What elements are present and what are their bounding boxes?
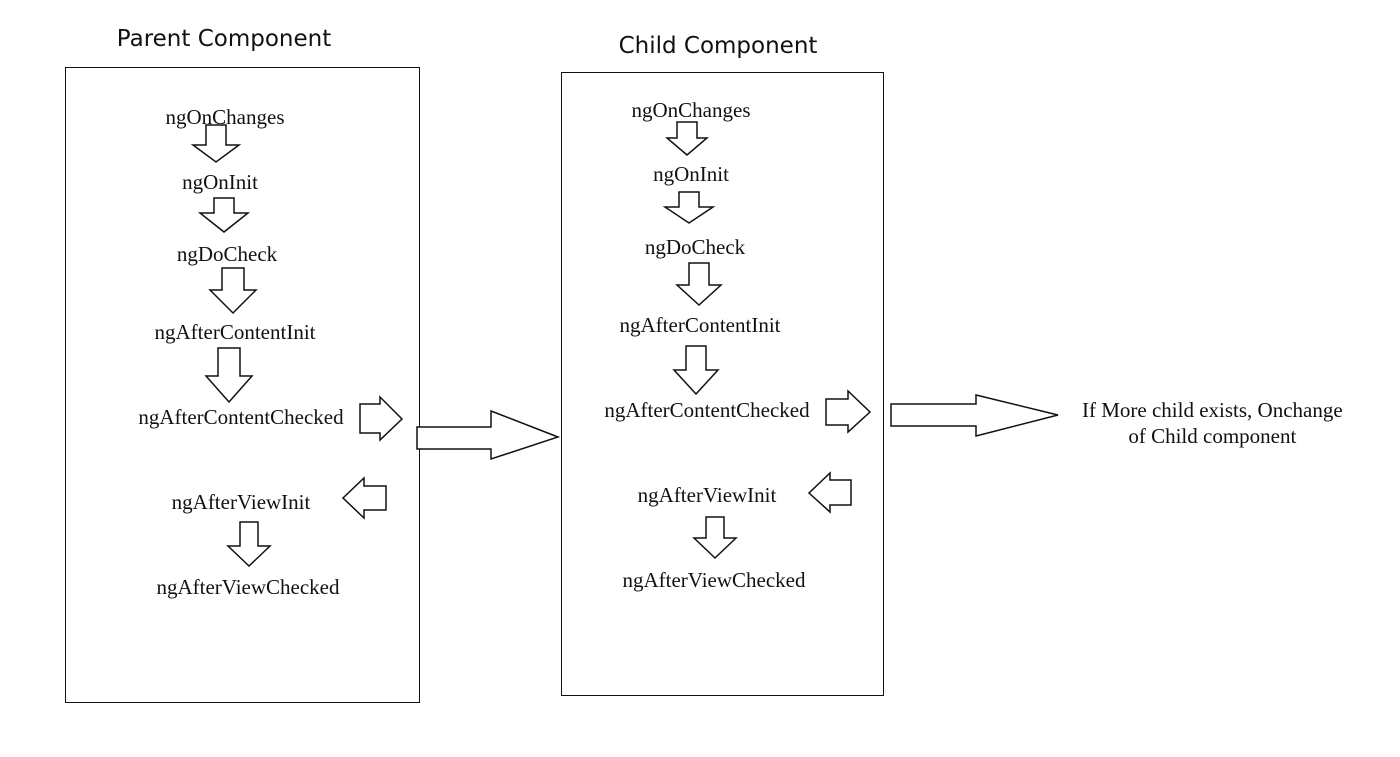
parent-to-child-arrow: [416, 409, 561, 461]
child-down-arrow-5: [692, 516, 738, 560]
child-down-arrow-2: [662, 191, 716, 224]
child-hook-ngaftercontentinit: ngAfterContentInit: [619, 313, 781, 337]
parent-hook-ngaftercontentchecked: ngAfterContentChecked: [138, 405, 344, 429]
parent-down-arrow-1: [190, 124, 242, 163]
child-hook-ngoninit: ngOnInit: [653, 162, 729, 186]
child-hook-ngafterviewchecked: ngAfterViewChecked: [622, 568, 806, 592]
parent-down-arrow-3: [208, 267, 258, 315]
child-hook-ngonchanges: ngOnChanges: [631, 98, 751, 122]
parent-hook-ngoninit: ngOnInit: [182, 170, 258, 194]
more-children-note-line2: of Child component: [1128, 424, 1297, 448]
parent-right-arrow-content-checked: [359, 395, 404, 442]
parent-hook-ngafterviewchecked: ngAfterViewChecked: [156, 575, 340, 599]
child-component-title: Child Component: [618, 33, 818, 59]
child-hook-ngaftercontentchecked: ngAfterContentChecked: [604, 398, 810, 422]
child-left-arrow-view-init: [807, 471, 852, 514]
child-down-arrow-3: [675, 262, 723, 307]
parent-component-title: Parent Component: [116, 26, 332, 52]
child-right-arrow-content-checked: [825, 389, 872, 434]
child-hook-ngafterviewinit: ngAfterViewInit: [637, 483, 777, 507]
child-down-arrow-1: [664, 121, 710, 156]
more-children-note: If More child exists, Onchange of Child …: [1082, 397, 1343, 449]
child-down-arrow-4: [672, 345, 720, 396]
parent-down-arrow-4: [204, 347, 254, 404]
parent-hook-ngafterviewinit: ngAfterViewInit: [171, 490, 311, 514]
child-to-next-arrow: [890, 394, 1059, 437]
parent-hook-ngdocheck: ngDoCheck: [176, 242, 278, 266]
more-children-note-line1: If More child exists, Onchange: [1082, 398, 1343, 422]
child-component-box: [561, 72, 884, 696]
parent-down-arrow-5: [226, 521, 272, 568]
parent-down-arrow-2: [197, 197, 251, 233]
child-hook-ngdocheck: ngDoCheck: [644, 235, 746, 259]
parent-left-arrow-view-init: [341, 476, 387, 520]
parent-hook-ngaftercontentinit: ngAfterContentInit: [154, 320, 316, 344]
